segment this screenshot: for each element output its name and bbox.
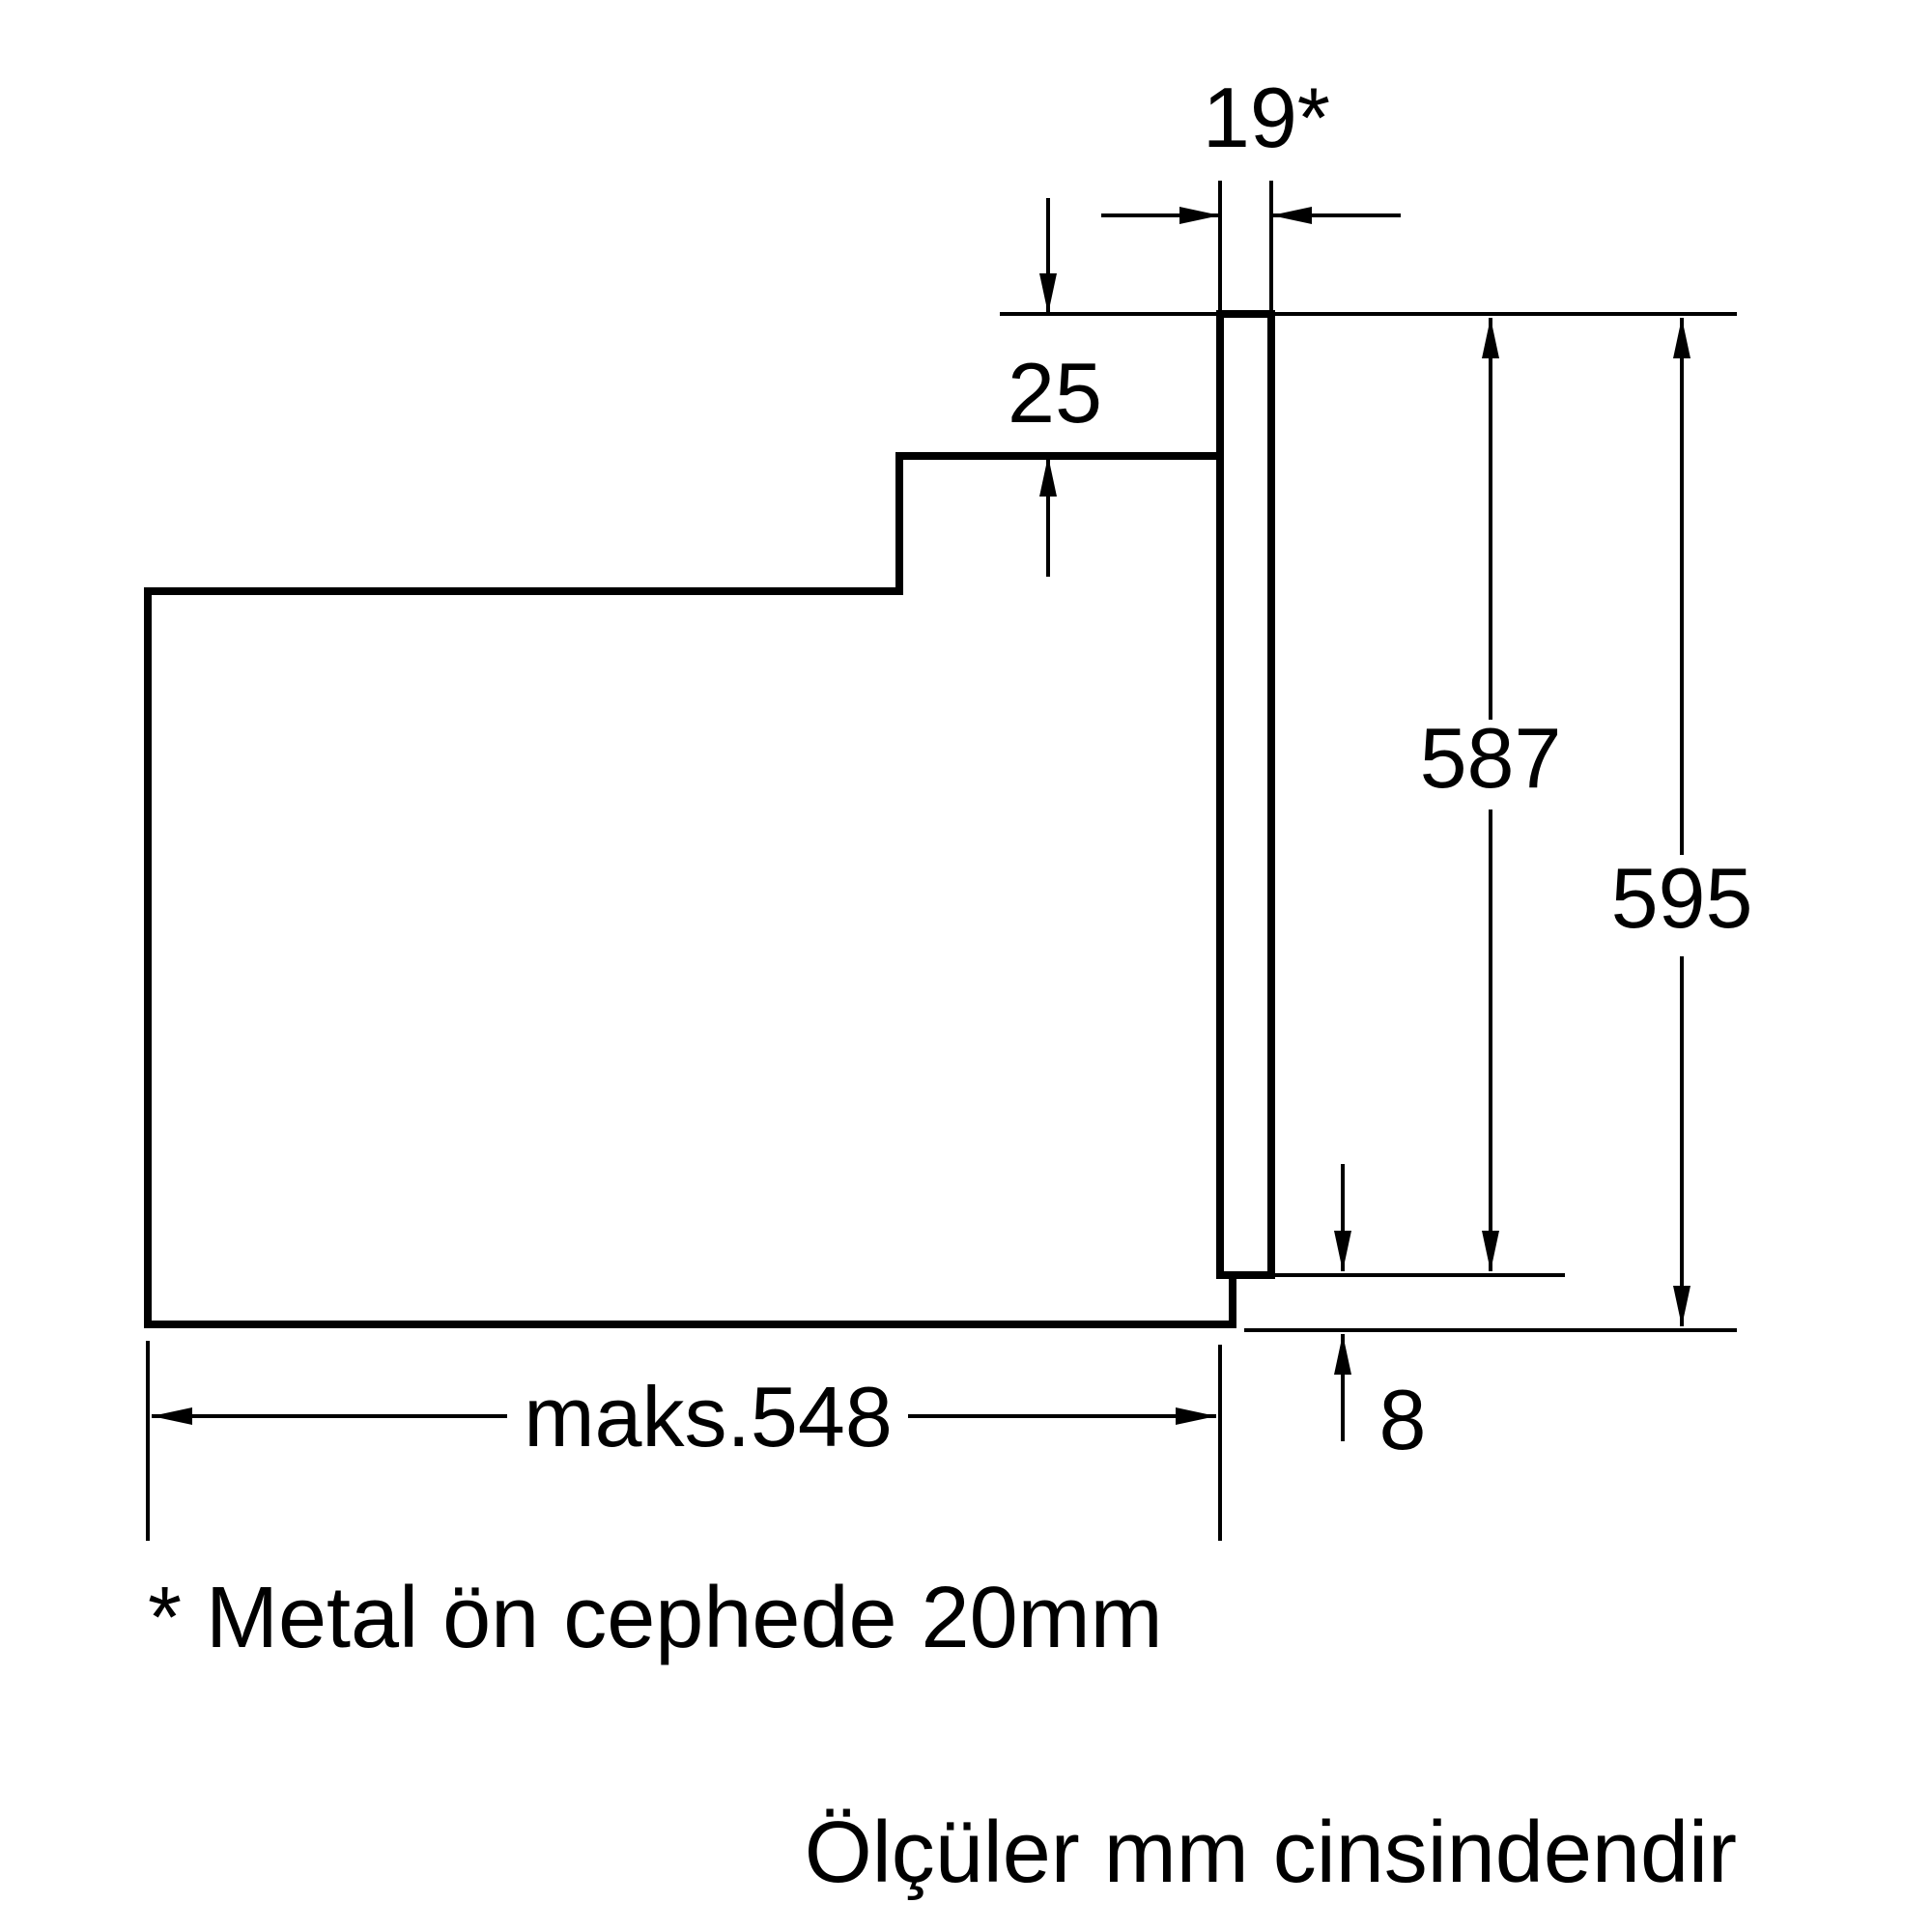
dim-top-overhang: 25	[1000, 198, 1220, 577]
dim-door-height: 587	[1420, 318, 1562, 1271]
dim-label-top-overhang: 25	[1008, 345, 1102, 440]
dim-panel-thickness: 19*	[1101, 70, 1401, 310]
footnote-text: * Metal ön cephede 20mm	[148, 1570, 1163, 1666]
dim-max-depth: maks.548	[146, 1341, 1222, 1541]
dim-label-door-height: 587	[1420, 710, 1562, 806]
dim-label-bottom-overhang: 8	[1379, 1372, 1427, 1467]
units-note-text: Ölçüler mm cinsindendir	[805, 1804, 1737, 1901]
dim-label-max-depth: maks.548	[524, 1369, 893, 1464]
dim-label-appliance-height: 595	[1611, 850, 1753, 946]
oven-body-outline	[144, 452, 1236, 1328]
dim-bottom-overhang: 8	[1334, 1164, 1427, 1467]
dim-appliance-height: 595	[1611, 318, 1753, 1326]
extension-lines	[1244, 312, 1737, 1332]
dim-label-panel-thickness: 19*	[1203, 70, 1330, 165]
oven-front-panel	[1216, 310, 1275, 1279]
